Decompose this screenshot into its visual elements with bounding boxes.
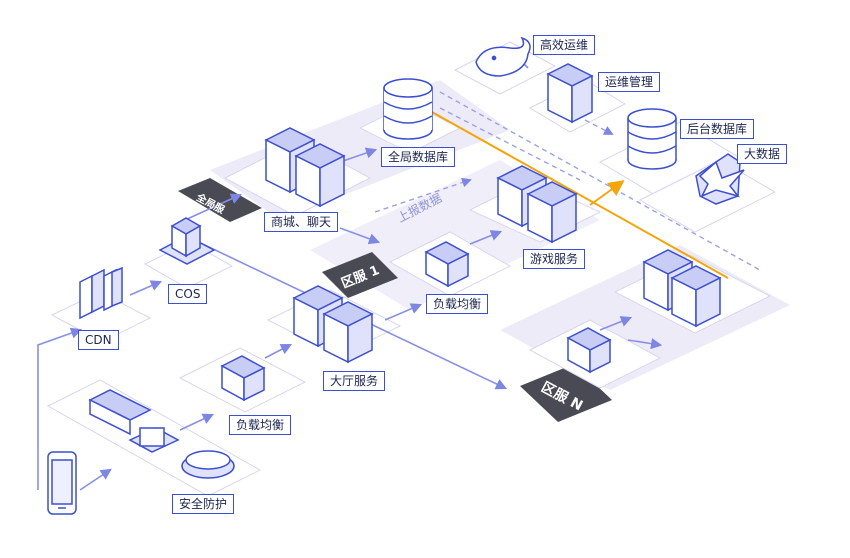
phone-icon: [47, 451, 77, 515]
zone-tag-global: [178, 178, 262, 222]
label-load-balance-2: 负载均衡: [229, 415, 292, 435]
label-ops-manage: 运维管理: [598, 72, 661, 92]
load-balancer-icons: [220, 241, 612, 402]
load-balancer-1-icon: [424, 241, 470, 288]
load-balancer-N-icon: [566, 327, 612, 374]
label-backend-db: 后台数据库: [680, 119, 755, 139]
label-big-data: 大数据: [737, 144, 788, 164]
big-data-icon: [695, 153, 745, 205]
ops-manage-server-icon: [546, 63, 594, 124]
mall-server-b-icon: [294, 143, 346, 208]
global-db-icon: [383, 78, 433, 140]
label-security: 安全防护: [172, 494, 235, 514]
label-global-db: 全局数据库: [381, 147, 456, 167]
upload-data-lines: [374, 91, 761, 271]
zone-tag-zone1: [322, 252, 398, 298]
label-mall-chat: 商城、聊天: [264, 212, 339, 232]
cos-building-icon: [158, 217, 216, 265]
label-game-service: 游戏服务: [523, 249, 586, 269]
label-lobby-service: 大厅服务: [323, 371, 386, 391]
security-icons: [88, 389, 235, 479]
label-cos: COS: [168, 284, 208, 304]
cdn-icon: [79, 266, 123, 320]
label-ops-efficient: 高效运维: [533, 35, 596, 55]
label-load-balance-1: 负载均衡: [426, 294, 489, 314]
zoneN-server-b-icon: [670, 265, 722, 328]
whale-icon: [475, 36, 531, 77]
load-balancer-2-icon: [220, 355, 266, 402]
lobby-server-b-icon: [322, 301, 374, 364]
label-cdn: CDN: [78, 330, 119, 350]
backend-db-icon: [627, 108, 677, 170]
game-server-a-icon: [496, 165, 548, 228]
server-icons: [264, 63, 722, 364]
highlight-line: [431, 111, 729, 279]
game-server-b-icon: [526, 181, 578, 244]
